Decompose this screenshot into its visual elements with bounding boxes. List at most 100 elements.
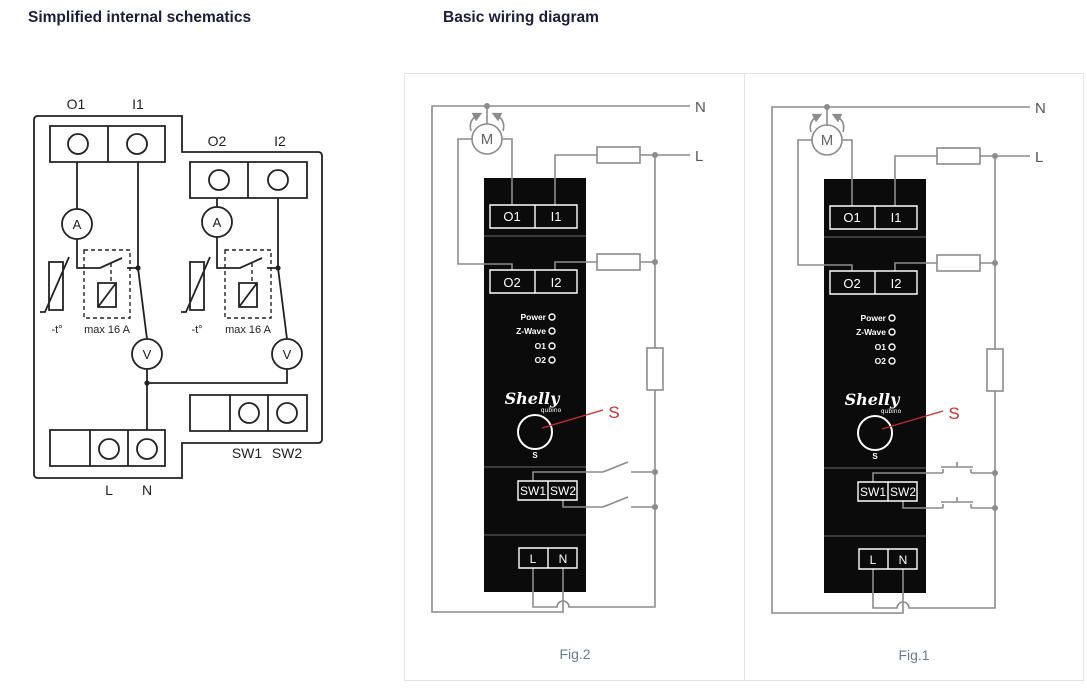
- terminal-block-o2-i2: [489, 269, 578, 294]
- terminal-screw-icon: [208, 169, 230, 191]
- voltmeter-icon: [271, 338, 303, 370]
- terminal-label-o2: O2: [503, 275, 520, 290]
- switch-2-wire: [562, 500, 655, 508]
- led-indicator-icon: [888, 357, 896, 365]
- led-label-zwave: Z-Wave: [856, 327, 886, 337]
- terminal-block-o1-i1: [49, 125, 166, 163]
- line-bus-wire: [872, 156, 996, 609]
- supply-label-line: L: [1035, 149, 1043, 166]
- motor-icon: M: [809, 113, 845, 156]
- terminal-label-sw2: SW2: [550, 484, 576, 498]
- figure-caption: Fig.1: [898, 647, 929, 663]
- led-label-o2: O2: [535, 355, 547, 365]
- brand-logo-sub: qubino: [541, 407, 562, 414]
- junction-dot: [824, 104, 830, 110]
- supply-label-neutral: N: [1035, 100, 1046, 117]
- terminal-label-i2: I2: [551, 275, 562, 290]
- relay-coil-icon: [97, 282, 117, 308]
- terminal-label-n: N: [559, 552, 568, 566]
- voltmeter-channel-1: V: [131, 338, 163, 370]
- junction-dot: [652, 469, 658, 475]
- relay-housing: [83, 249, 131, 319]
- terminal-label-i1: I1: [132, 96, 144, 112]
- thermal-label: -t°: [191, 324, 202, 336]
- terminal-label-sw2: SW2: [890, 485, 916, 499]
- junction-dot: [275, 265, 281, 271]
- wiring-figure-a: M N L O1 I1 O2 I2 Power Z-Wave O1 O2 She…: [431, 99, 706, 662]
- terminal-label-sw1: SW1: [232, 445, 263, 461]
- thermistor-icon: [40, 256, 70, 313]
- device-section-dividers: [824, 236, 926, 537]
- terminal-screw-icon: [98, 438, 120, 460]
- figure-caption: Fig.2: [559, 646, 590, 662]
- button-2-wire: [902, 501, 995, 509]
- led-indicator-icon: [888, 314, 896, 322]
- led-indicator-icon: [548, 313, 556, 321]
- terminal-divider: [229, 395, 269, 431]
- terminal-label-sw1: SW1: [860, 485, 886, 499]
- button-1-wire: [872, 472, 995, 482]
- terminal-label-sw2: SW2: [272, 445, 303, 461]
- terminal-label-i1: I1: [891, 210, 902, 225]
- led-label-o1: O1: [875, 342, 887, 352]
- schematics-heading: Simplified internal schematics: [28, 9, 252, 26]
- terminal-screw-icon: [126, 133, 148, 155]
- junction-dot: [484, 103, 490, 109]
- brand-logo: Shelly: [505, 389, 562, 408]
- service-button: [517, 414, 553, 450]
- neutral-wire: [771, 106, 1030, 614]
- junction-dot: [652, 152, 658, 158]
- terminal-label-sw1: SW1: [520, 484, 546, 498]
- thermal-label: -t°: [51, 324, 62, 336]
- wiring-panel: [404, 73, 1084, 681]
- voltmeter-icon: [131, 338, 163, 370]
- junction-dot: [992, 153, 998, 159]
- internal-schematic: O1 I1 O2 I2: [33, 96, 323, 498]
- rotation-arrow-icon: [469, 112, 483, 132]
- callout-label: S: [608, 403, 619, 422]
- led-indicator-icon: [548, 356, 556, 364]
- terminal-divider: [89, 430, 129, 466]
- relay-rating-label: max 16 A: [225, 324, 272, 336]
- relay-housing: [224, 249, 272, 319]
- brand-logo: Shelly: [845, 390, 902, 409]
- terminal-block-frame: [189, 394, 308, 432]
- supply-label-neutral: N: [695, 99, 706, 116]
- motor-circle: [811, 124, 843, 156]
- ammeter-icon: [61, 208, 93, 240]
- junction-dot: [144, 380, 150, 386]
- line-bus-wire: [532, 155, 656, 608]
- fuse-icon: [596, 253, 641, 271]
- push-button-icon: [941, 497, 973, 508]
- rotation-arrow-icon: [809, 113, 823, 133]
- brand-logo-sub: qubino: [881, 408, 902, 415]
- terminal-label-o1: O1: [67, 96, 86, 112]
- led-indicator-icon: [888, 343, 896, 351]
- motor-label: M: [821, 132, 834, 149]
- terminal-label-i1: I1: [551, 209, 562, 224]
- terminal-label-l: L: [870, 553, 877, 567]
- terminal-block-o2-i2: [829, 270, 918, 295]
- rotation-arrow-icon: [831, 113, 845, 133]
- rotation-arrow-icon: [491, 112, 505, 132]
- junction-dot: [135, 265, 141, 271]
- junction-dot: [652, 259, 658, 265]
- voltmeter-label: V: [283, 347, 292, 362]
- callout-line: [881, 410, 944, 430]
- terminal-block-o1-i1: [829, 205, 918, 230]
- terminal-block-l-n: [518, 547, 578, 569]
- fuse-icon: [986, 348, 1004, 392]
- push-button-icon: [941, 462, 973, 473]
- fuse-icon: [936, 254, 981, 272]
- thermistor-icon: [181, 256, 211, 313]
- ammeter-label: A: [213, 215, 222, 230]
- motor-label: M: [481, 131, 494, 148]
- terminal-block-sw1-sw2: [189, 394, 308, 432]
- motor-icon: M: [469, 112, 505, 155]
- led-label-zwave: Z-Wave: [516, 326, 546, 336]
- toggle-switch-icon: [602, 461, 629, 473]
- junction-dot: [992, 260, 998, 266]
- led-label-o2: O2: [875, 356, 887, 366]
